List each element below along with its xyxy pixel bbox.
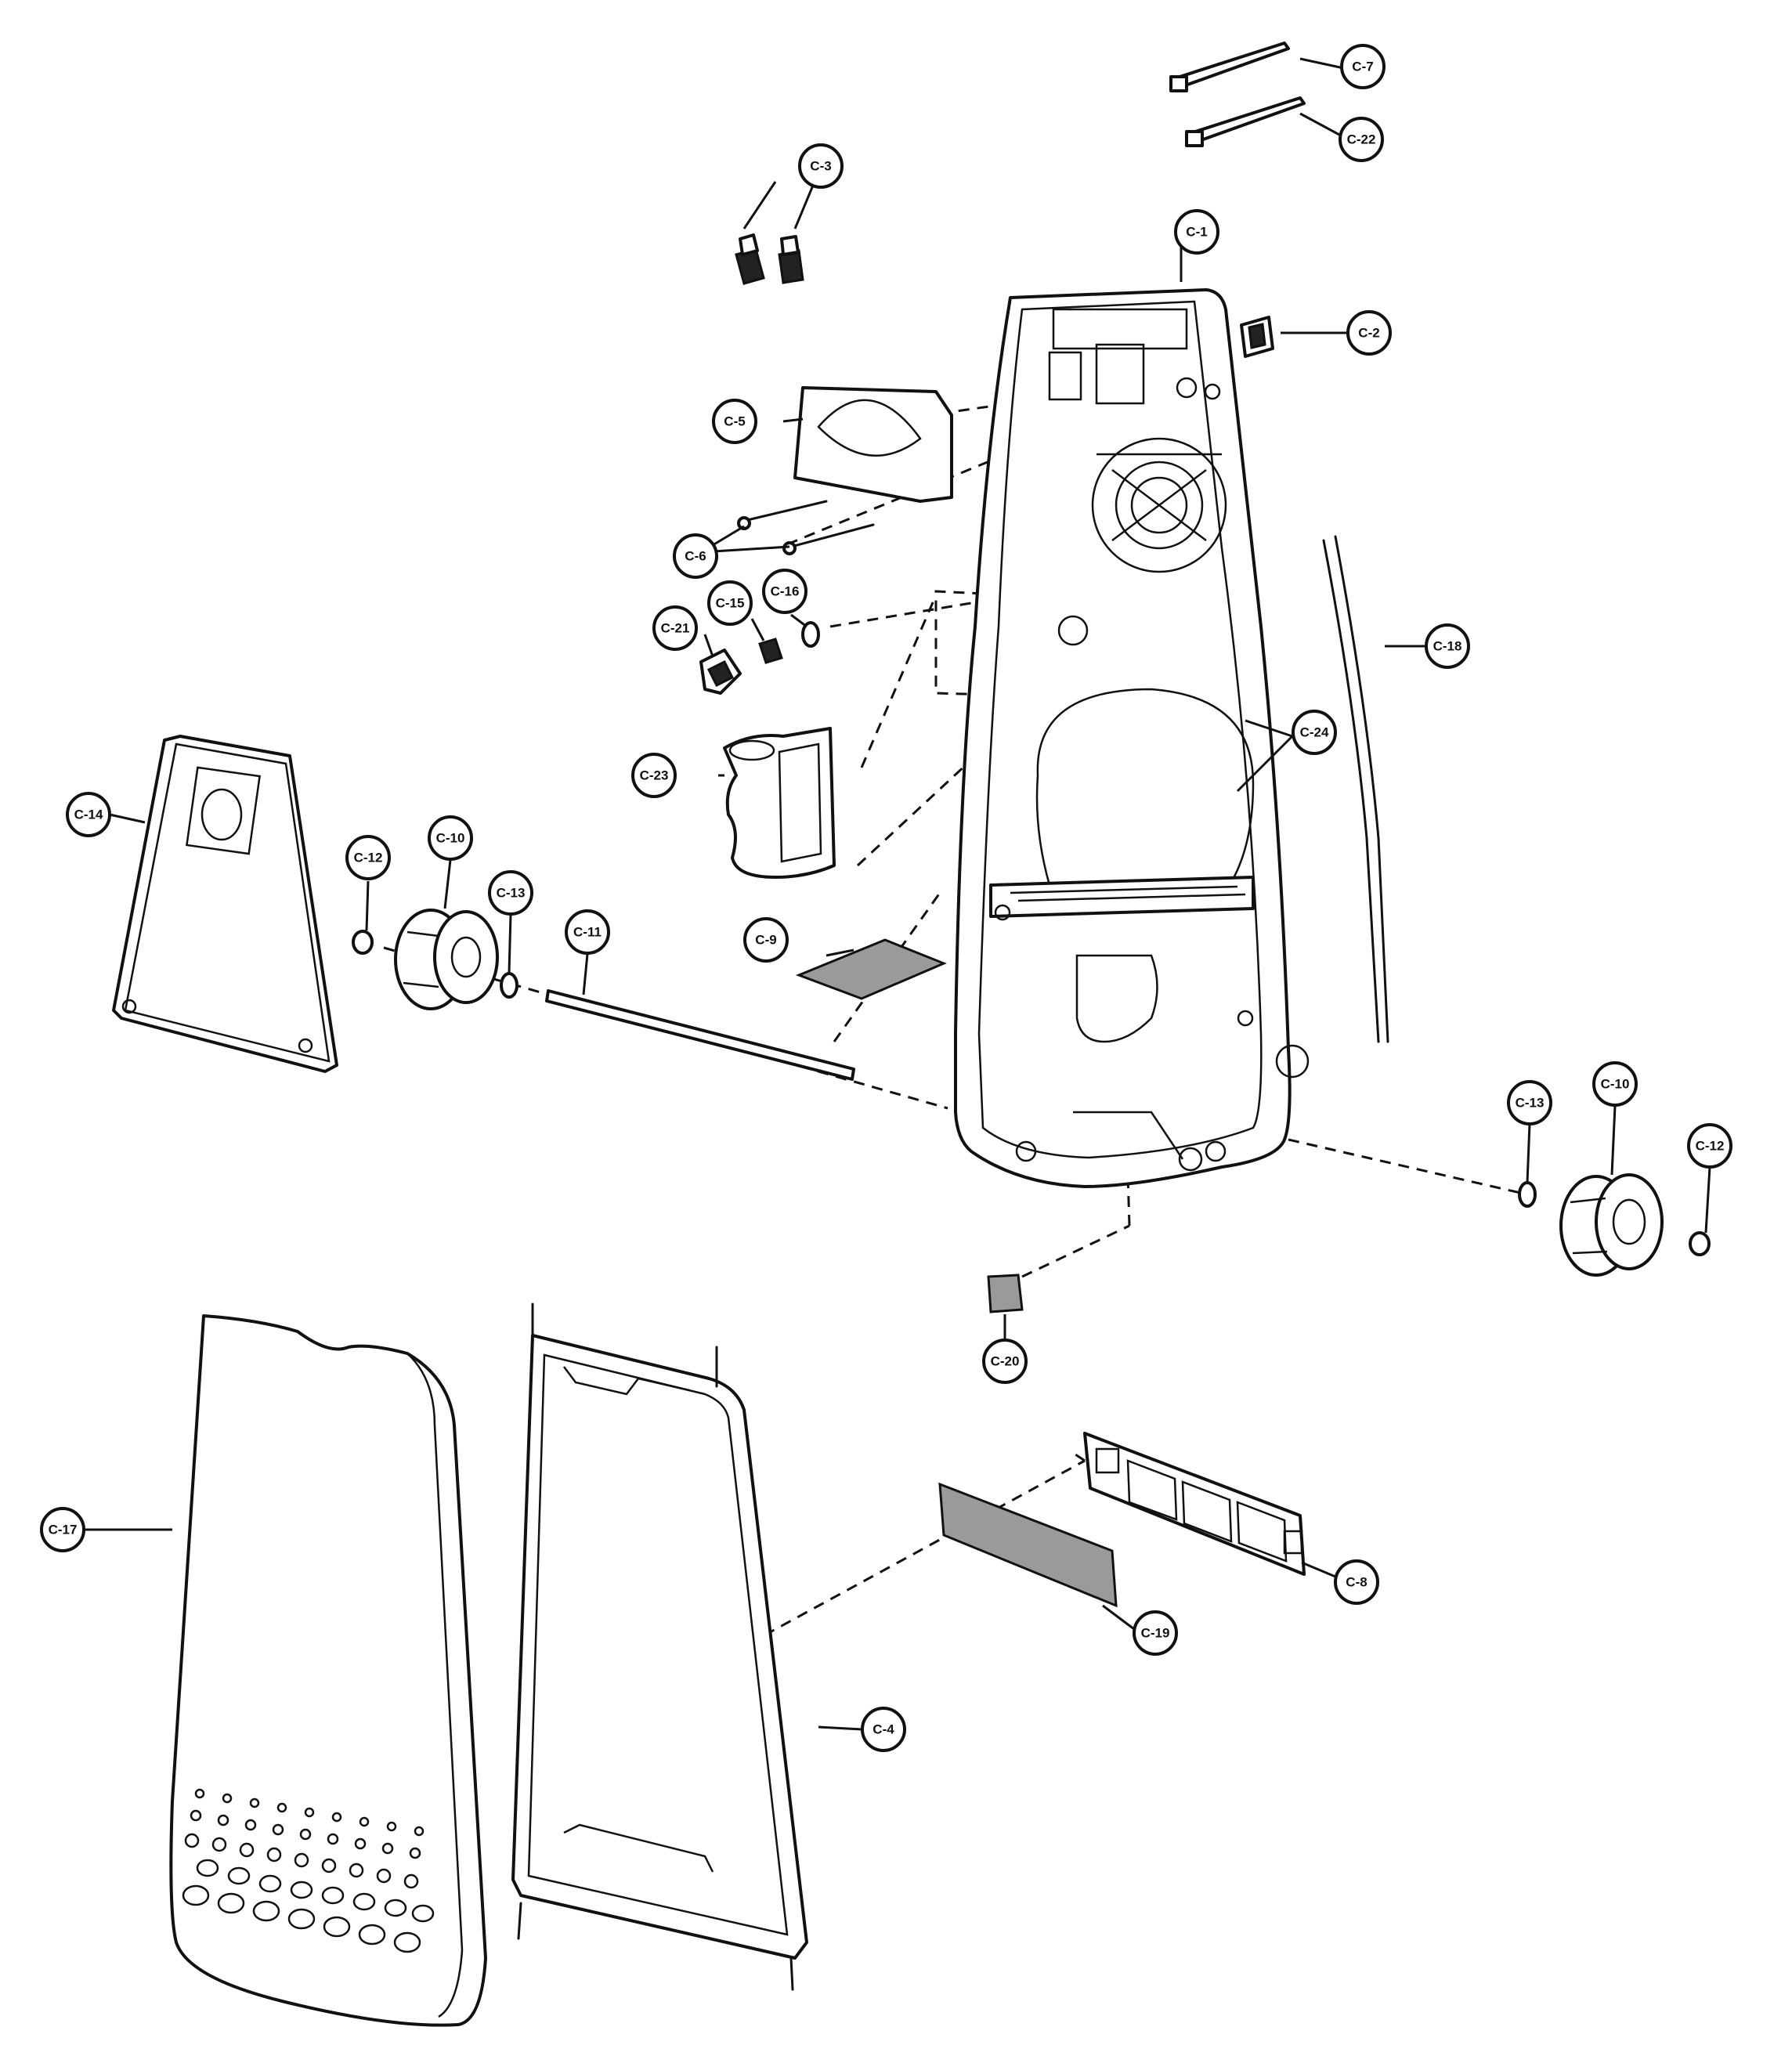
callout-c12-left-label: C-12 [354, 851, 383, 865]
callout-c15: C-15 [707, 580, 753, 626]
callout-c3: C-3 [798, 143, 844, 189]
callout-c12-right: C-12 [1687, 1123, 1732, 1169]
callout-c3-label: C-3 [810, 159, 831, 174]
callout-c23-label: C-23 [640, 768, 669, 783]
callout-leaders [85, 57, 1711, 1731]
callout-c5: C-5 [712, 399, 757, 444]
callout-c7: C-7 [1340, 44, 1386, 89]
callout-c10-left: C-10 [428, 815, 473, 861]
handle-grip [723, 727, 836, 879]
callout-c18: C-18 [1425, 623, 1470, 669]
callout-c15-label: C-15 [716, 596, 745, 611]
rocker-switch [1240, 316, 1274, 358]
handle-cover [793, 386, 953, 503]
callout-c5-label: C-5 [724, 414, 745, 429]
filter-pad [795, 938, 947, 1000]
callout-c7-label: C-7 [1352, 60, 1373, 74]
callout-c10-left-label: C-10 [436, 831, 465, 846]
callout-c11: C-11 [565, 909, 610, 955]
main-housing [954, 288, 1310, 1188]
callout-c12-right-label: C-12 [1696, 1139, 1725, 1154]
callout-c13-left: C-13 [488, 870, 533, 916]
vent-holes [182, 1788, 435, 1953]
filter-block [987, 1274, 1024, 1313]
callout-c17-label: C-17 [49, 1523, 78, 1537]
callout-c21-label: C-21 [661, 621, 690, 636]
wheel-right [1559, 1173, 1664, 1277]
callout-c24: C-24 [1292, 710, 1337, 755]
callout-c21: C-21 [652, 605, 698, 651]
callout-c20: C-20 [982, 1339, 1028, 1384]
callout-c1: C-1 [1174, 209, 1219, 255]
callout-c14: C-14 [66, 792, 111, 837]
wire-nuts [735, 233, 804, 285]
callout-c1-label: C-1 [1186, 225, 1207, 240]
callout-c16-label: C-16 [771, 584, 800, 599]
callout-c10-right-label: C-10 [1601, 1077, 1630, 1092]
callout-c8-label: C-8 [1346, 1575, 1367, 1590]
callout-c13-right: C-13 [1507, 1080, 1552, 1125]
callout-c24-label: C-24 [1300, 725, 1329, 740]
callout-c19-label: C-19 [1141, 1626, 1170, 1641]
callout-c9: C-9 [743, 917, 789, 963]
filter-strip [938, 1482, 1118, 1608]
callout-c4: C-4 [861, 1707, 906, 1752]
screws [737, 500, 875, 555]
callout-c22-label: C-22 [1347, 132, 1376, 147]
axle [545, 989, 855, 1081]
callout-c2-label: C-2 [1358, 326, 1379, 341]
callout-c4-label: C-4 [873, 1722, 894, 1737]
latch-assembly [699, 621, 820, 695]
cable-ties [1169, 42, 1306, 147]
callout-c13-right-label: C-13 [1516, 1096, 1545, 1111]
callout-c6: C-6 [673, 533, 718, 579]
callout-c23: C-23 [631, 753, 677, 798]
callout-c8: C-8 [1334, 1559, 1379, 1605]
power-cord [1322, 535, 1389, 1043]
callout-c16: C-16 [762, 569, 807, 614]
filter-door [1083, 1432, 1306, 1576]
callout-c20-label: C-20 [991, 1354, 1020, 1369]
callout-c11-label: C-11 [573, 925, 602, 940]
callout-c12-left: C-12 [345, 835, 391, 880]
callout-c2: C-2 [1346, 310, 1392, 356]
callout-c13-left-label: C-13 [497, 886, 526, 901]
callout-c18-label: C-18 [1433, 639, 1462, 654]
callout-c14-label: C-14 [74, 808, 103, 822]
gasket-frame [511, 1303, 808, 1991]
callout-c19: C-19 [1133, 1610, 1178, 1656]
callout-c10-right: C-10 [1592, 1061, 1638, 1107]
callout-c22: C-22 [1339, 117, 1384, 162]
callout-c6-label: C-6 [685, 549, 706, 564]
rear-plate [112, 735, 338, 1073]
front-cover [169, 1314, 487, 2027]
wheel-left [394, 909, 499, 1010]
callout-c9-label: C-9 [755, 933, 776, 948]
callout-c17: C-17 [40, 1507, 85, 1552]
